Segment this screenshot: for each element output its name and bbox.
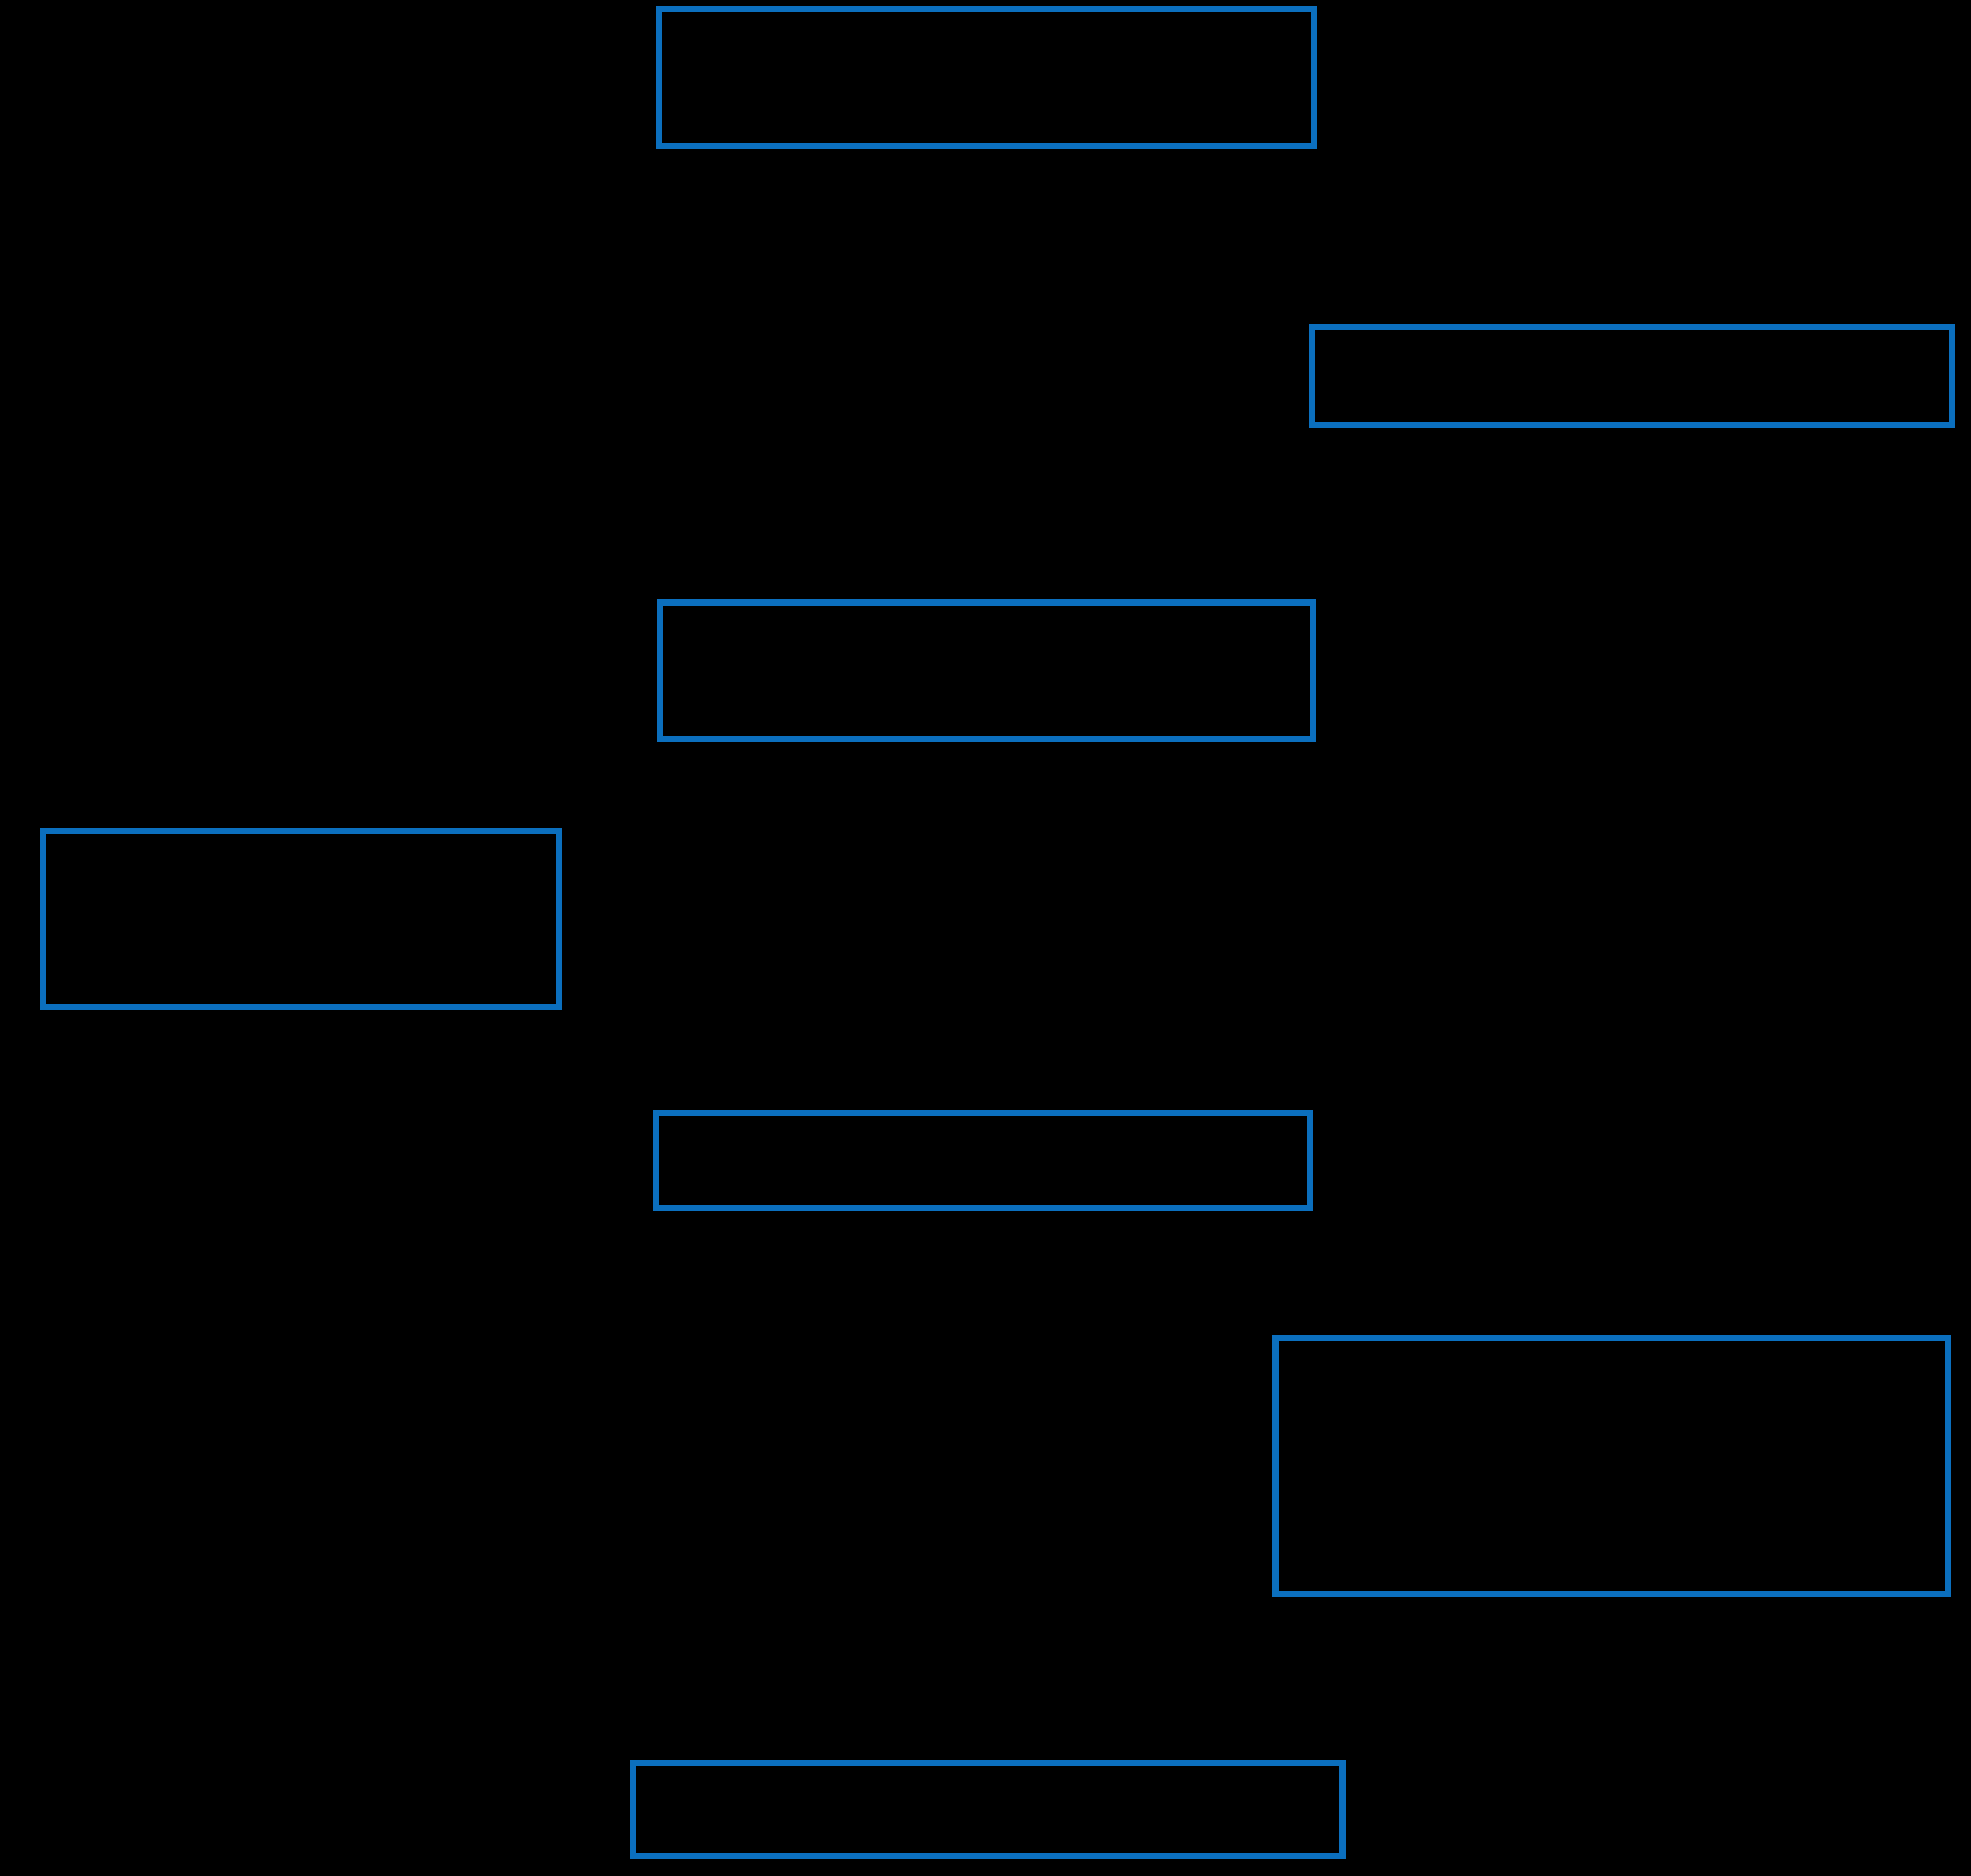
bounding-box-lower-center bbox=[653, 1110, 1313, 1211]
bounding-box-mid-left bbox=[40, 828, 562, 1010]
bounding-box-center bbox=[657, 599, 1316, 742]
bounding-box-top-center bbox=[656, 6, 1317, 149]
bounding-box-upper-right bbox=[1309, 324, 1955, 428]
bounding-box-lower-right bbox=[1272, 1335, 1951, 1597]
bounding-box-bottom-center bbox=[630, 1760, 1346, 1859]
